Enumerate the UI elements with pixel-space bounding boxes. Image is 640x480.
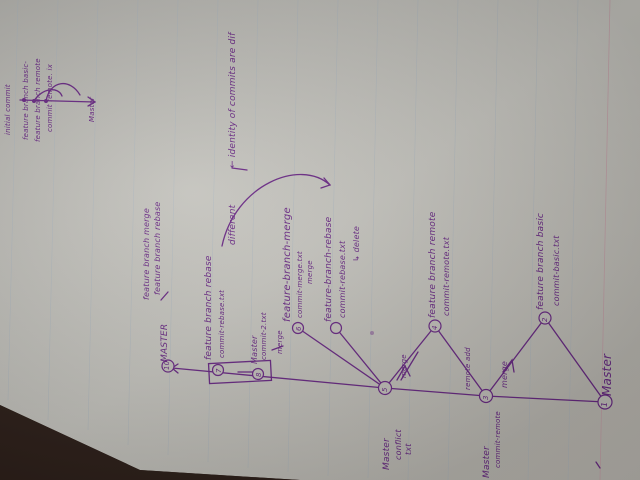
remote-add-label: remote add (464, 347, 472, 390)
legend-master: Master (88, 96, 96, 122)
branch-merge-edge (297, 327, 386, 389)
legend-line-4: commit remote. ix (46, 64, 54, 132)
master-remote-sub: commit-remote (494, 411, 502, 468)
legend-line (19, 99, 96, 103)
master-commit2-file: commit-2.txt (260, 312, 268, 360)
basic-branch-name: feature branch basic (536, 212, 546, 310)
node-2-number: 2 (541, 317, 549, 322)
basic-branch-file: commit-basic.txt (552, 235, 561, 306)
legend-line-2: feature branch basic- (22, 60, 30, 140)
node-2 (538, 311, 552, 325)
node-1 (597, 394, 613, 410)
master-conflict-title: Master (382, 438, 392, 470)
remote-branch-file: commit-remote.txt (442, 236, 451, 316)
master-line (171, 367, 606, 403)
node-5-number: 5 (381, 387, 389, 392)
node-7 (211, 363, 225, 377)
master-conflict-ext: txt (404, 443, 413, 455)
rebase-branch-name: feature branch rebase (204, 255, 214, 360)
top-note-line-2: feature branch rebase (153, 201, 162, 295)
master-remote-title: Master (482, 446, 492, 478)
top-note-line-1: feature branch merge (142, 208, 151, 300)
remote-return-edge (434, 325, 487, 397)
master-conflict-sub: conflict (394, 429, 403, 460)
merge-small-label: merge (276, 330, 284, 354)
node-1-number: 1 (600, 401, 609, 407)
node-10 (161, 359, 175, 373)
branch-rebase-edge (335, 327, 386, 389)
legend-line-1: initial commit (4, 84, 12, 135)
rebase-box (207, 359, 273, 385)
node-3-number: 3 (482, 395, 490, 400)
node-rebase (329, 321, 343, 335)
merge-branch-file: commit-merge.txt (296, 251, 304, 318)
basic-edge (485, 317, 546, 397)
different-arc (221, 173, 331, 247)
node-5 (377, 380, 393, 396)
merge-branch-sub: merge (306, 260, 314, 284)
node-4-number: 4 (431, 325, 439, 330)
node-6 (291, 321, 305, 335)
node-8 (251, 367, 265, 381)
node-8-number: 8 (255, 372, 263, 377)
node-4 (428, 319, 442, 333)
legend-line-3: feature branch remote (34, 58, 42, 142)
rebase2-branch-name: feature-branch-rebase (324, 216, 334, 322)
branch-remote-edge (384, 325, 436, 389)
master-top-label: MASTER (160, 323, 170, 362)
rebase-branch-file: commit-rebase.txt (218, 289, 226, 358)
remote-branch-name: feature branch remote (428, 211, 438, 318)
basic-return-edge (544, 317, 606, 403)
rebase2-delete: ↳ delete (352, 225, 361, 262)
different-label: different (228, 204, 238, 245)
rebase2-branch-file: commit-rebase.txt (338, 240, 347, 318)
merge-branch-name: feature-branch-merge (282, 207, 293, 322)
node-3 (478, 388, 494, 404)
node-6-number: 6 (295, 326, 303, 331)
master-commit2-title: Master (250, 335, 259, 364)
master-bottom-label: Master (600, 353, 614, 396)
merge-edge-label-2: merge (500, 360, 509, 388)
node-10-number: 10 (163, 360, 171, 370)
identity-note: ← identity of commits are dif (228, 32, 238, 168)
merge-edge-label-1: merge (400, 354, 408, 378)
node-7-number: 7 (215, 368, 223, 373)
